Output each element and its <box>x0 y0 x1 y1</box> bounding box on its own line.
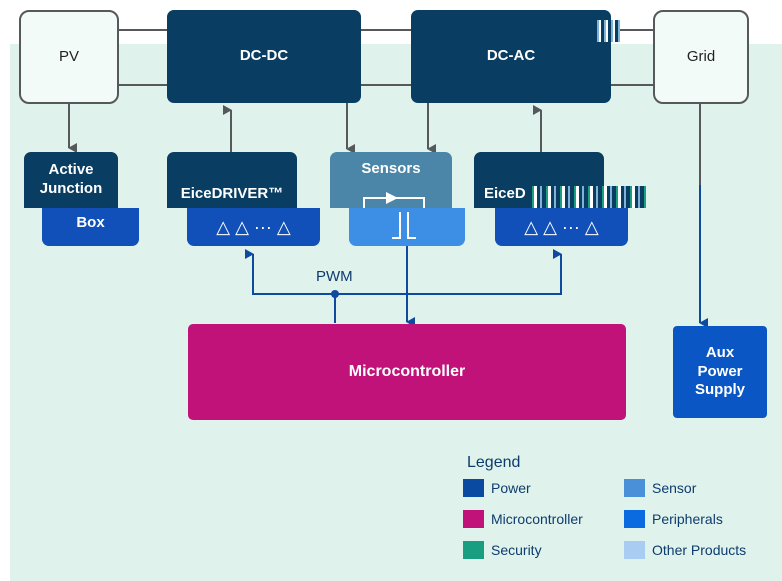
control-lines <box>245 185 708 328</box>
active-junction-box-top: Active Junction <box>24 152 118 208</box>
power-bus-lines <box>118 29 654 86</box>
dc-dc-block: DC-DC <box>167 10 361 103</box>
eicedriver-left-switches: △ △ ··· △ <box>187 208 320 246</box>
aux-power-supply-block: Aux Power Supply <box>673 326 767 418</box>
eicedriver-left-block: EiceDRIVER™ <box>167 152 297 208</box>
legend-label-security: Security <box>491 542 542 558</box>
pv-block: PV <box>19 10 119 104</box>
sensors-block: Sensors <box>330 152 452 208</box>
sensor-symbol-icon <box>363 192 425 239</box>
aux-label-line3: Supply <box>694 381 745 399</box>
dc-ac-block: DC-AC <box>411 10 611 103</box>
aux-label-line1: Aux <box>705 343 735 361</box>
legend-label-microcontroller: Microcontroller <box>491 511 583 527</box>
diagram-background <box>10 44 782 581</box>
legend-label-sensor: Sensor <box>652 480 697 496</box>
ajb-label-line2: Junction <box>39 180 103 197</box>
legend-label-power: Power <box>491 480 531 496</box>
gray-arrows <box>68 103 701 185</box>
legend-swatch-peripherals <box>624 510 645 528</box>
microcontroller-block: Microcontroller <box>188 324 626 420</box>
legend-swatch-other-products <box>624 541 645 559</box>
aux-label-line2: Power <box>697 362 743 380</box>
legend-label-other-products: Other Products <box>652 542 747 558</box>
legend-swatch-microcontroller <box>463 510 484 528</box>
legend-swatch-sensor <box>624 479 645 497</box>
eicedriver-right-label: EiceD <box>484 185 526 203</box>
legend-swatch-power <box>463 479 484 497</box>
legend-title: Legend <box>467 454 521 471</box>
pwm-label: PWM <box>316 268 353 285</box>
legend-label-peripherals: Peripherals <box>652 511 723 527</box>
legend-swatch-security <box>463 541 484 559</box>
ajb-label-line1: Active <box>48 161 94 179</box>
image-artifact <box>528 186 646 208</box>
active-junction-box-bottom: Box <box>42 208 139 246</box>
eicedriver-right-switches: △ △ ··· △ <box>495 208 628 246</box>
grid-block: Grid <box>653 10 749 104</box>
image-artifact <box>594 20 620 42</box>
pwm-junction-dot <box>331 290 339 298</box>
